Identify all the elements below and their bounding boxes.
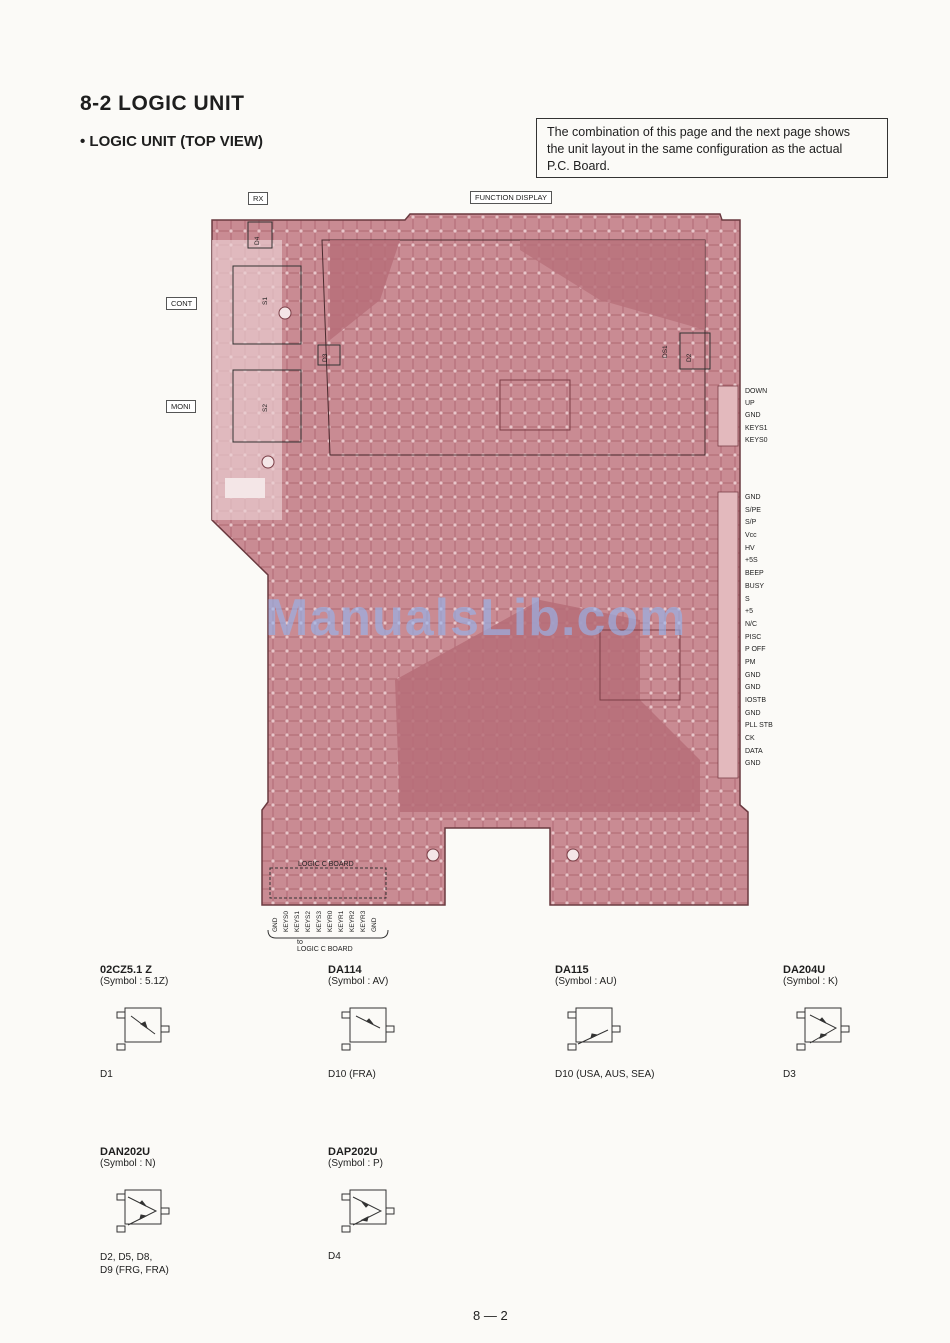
mounting-hole (426, 848, 440, 862)
component-ref-line: D2, D5, D8, (100, 1252, 153, 1263)
component-ref: D3 (783, 1069, 796, 1080)
mounting-hole (261, 455, 275, 469)
component-symbol: (Symbol : N) (100, 1158, 156, 1169)
component-da114: DA114 (Symbol : AV) (328, 964, 388, 987)
symbol-dap202u (341, 1189, 395, 1233)
pin-label: HV (745, 544, 755, 552)
ground-plane (395, 600, 700, 812)
component-ref: D2, D5, D8, D9 (FRG, FRA) (100, 1251, 169, 1277)
pin-label: Vcc (745, 532, 757, 540)
symbol-da114 (341, 1007, 395, 1051)
diode-d2 (679, 332, 711, 370)
symbol-02cz51z (116, 1007, 170, 1051)
component-dan202u: DAN202U (Symbol : N) (100, 1146, 156, 1169)
pin-label: KEYS0 (745, 436, 768, 444)
component-ref: D10 (FRA) (328, 1069, 376, 1080)
component-symbol: (Symbol : AV) (328, 976, 389, 987)
bottom-to-label: to (297, 939, 303, 946)
component-symbol: (Symbol : AU) (555, 976, 617, 987)
right-pins-main: GND S/PE S/P Vcc HV +5S BEEP BUSY S +5 N… (745, 494, 773, 773)
note-line: The combination of this page and the nex… (547, 125, 850, 139)
pin-label: P OFF (745, 646, 766, 654)
bottom-connector (269, 867, 387, 899)
component-da204u: DA204U (Symbol : K) (783, 964, 838, 987)
component-name: DAN202U (100, 1146, 151, 1158)
mounting-hole (278, 306, 292, 320)
pin-label: BUSY (745, 582, 765, 590)
pin-label: +5S (745, 557, 758, 565)
section-subtitle: • LOGIC UNIT (TOP VIEW) (80, 133, 264, 150)
component-ref: D4 (328, 1251, 341, 1262)
bottom-to-board-label: LOGIC C BOARD (297, 946, 353, 953)
pin-label: PM (745, 658, 756, 666)
pin-label: PLL STB (745, 722, 773, 730)
right-connector-pads (717, 385, 739, 779)
pin-label: PISC (745, 633, 762, 641)
pin-label: GND (745, 709, 761, 717)
note-line: the unit layout in the same configuratio… (547, 142, 843, 156)
label-moni: MONI (166, 400, 196, 413)
component-name: DA204U (783, 964, 826, 976)
pin-label: GND (745, 494, 761, 501)
symbol-da204u (796, 1007, 850, 1051)
pin-label: IOSTB (745, 697, 767, 704)
pin-label: UP (745, 400, 755, 408)
note-line: P.C. Board. (547, 159, 611, 173)
component-ref: D10 (USA, AUS, SEA) (555, 1069, 655, 1080)
component-dap202u: DAP202U (Symbol : P) (328, 1146, 383, 1169)
pin-label: DOWN (745, 388, 768, 395)
pin-label: N/C (745, 620, 758, 628)
pin-label: GND (745, 671, 761, 679)
switch-s2 (232, 369, 302, 443)
ic-outline (499, 379, 571, 431)
board-light-region (225, 478, 265, 498)
pin-label: S/PE (745, 506, 761, 514)
bottom-bracket (267, 929, 389, 939)
symbol-da115 (567, 1007, 621, 1051)
component-symbol: (Symbol : 5.1Z) (100, 976, 169, 987)
component-da115: DA115 (Symbol : AU) (555, 964, 617, 987)
pin-label: GND (745, 684, 761, 692)
mounting-hole (566, 848, 580, 862)
pin-label: DATA (745, 747, 763, 755)
ground-plane (330, 240, 400, 340)
label-function-display: FUNCTION DISPLAY (470, 191, 552, 204)
ground-plane (520, 240, 705, 330)
watermark: ManualsLib.com (265, 589, 687, 647)
pin-label: +5 (745, 608, 753, 616)
pin-label: CK (745, 735, 755, 743)
label-rx: RX (248, 192, 269, 205)
bottom-connector-title: LOGIC C BOARD (298, 861, 354, 868)
symbol-dan202u (116, 1189, 170, 1233)
component-ref-line: D9 (FRG, FRA) (100, 1265, 169, 1276)
component-symbol: (Symbol : K) (783, 976, 839, 987)
component-name: 02CZ5.1 Z (100, 964, 152, 976)
component-name: DAP202U (328, 1146, 378, 1158)
pin-label: KEYS1 (745, 424, 768, 432)
component-02cz51z: 02CZ5.1 Z (Symbol : 5.1Z) (100, 964, 168, 987)
diode-d4 (247, 221, 273, 249)
component-symbol: (Symbol : P) (328, 1158, 384, 1169)
board-light-region (212, 240, 282, 520)
component-ref: D1 (100, 1069, 113, 1080)
pin-label: S/P (745, 519, 757, 527)
pin-label: S (745, 595, 750, 603)
right-pins-top: DOWN UP GND KEYS1 KEYS0 (745, 388, 768, 449)
pin-label: BEEP (745, 570, 764, 578)
label-cont: CONT (166, 297, 198, 310)
component-name: DA115 (555, 964, 589, 976)
pin-label: GND (745, 412, 761, 420)
pin-label: GND (745, 760, 761, 768)
note-box: The combination of this page and the nex… (536, 118, 888, 178)
ic-outline (599, 629, 681, 701)
switch-s1 (232, 265, 302, 345)
diode-d3 (317, 344, 341, 366)
page-number: 8 — 2 (473, 1308, 508, 1323)
page-title: 8-2 LOGIC UNIT (80, 92, 245, 115)
component-name: DA114 (328, 964, 362, 976)
